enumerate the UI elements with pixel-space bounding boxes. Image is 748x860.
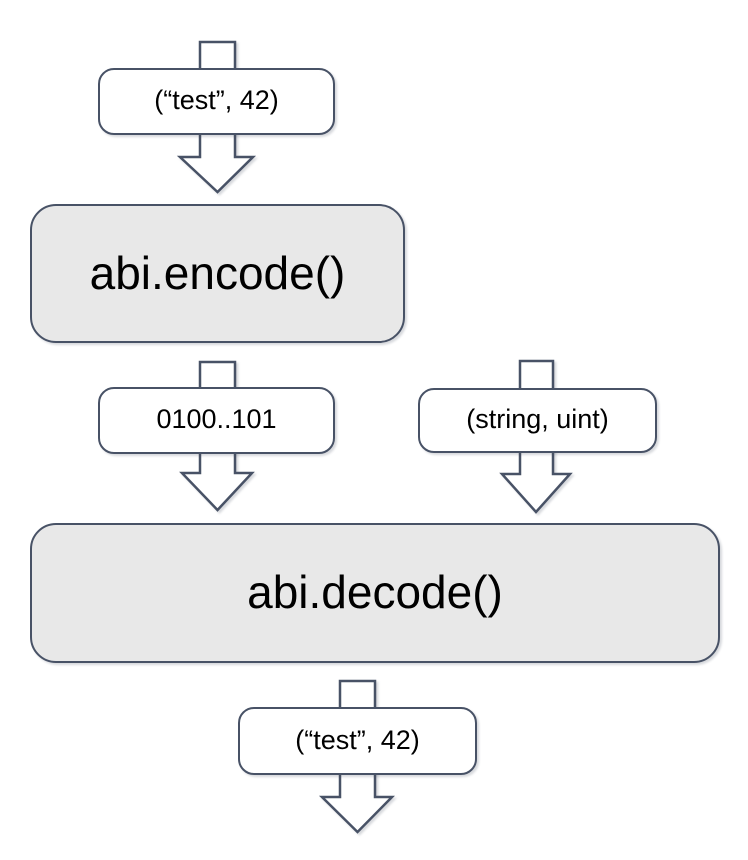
abi-decode-label: abi.decode() [247,566,503,618]
type-tuple-box: (string, uint) [418,388,657,453]
abi-decode-box: abi.decode() [30,523,720,663]
abi-encode-label: abi.encode() [89,246,346,299]
encoded-bytes-label: 0100..101 [156,404,277,434]
encoded-bytes-box: 0100..101 [98,387,335,454]
type-tuple-label: (string, uint) [466,404,609,434]
input-tuple-box: (“test”, 42) [98,68,335,135]
output-tuple-label: (“test”, 42) [295,724,420,755]
abi-encode-box: abi.encode() [30,204,405,343]
input-tuple-label: (“test”, 42) [154,85,279,115]
output-tuple-box: (“test”, 42) [238,707,477,775]
